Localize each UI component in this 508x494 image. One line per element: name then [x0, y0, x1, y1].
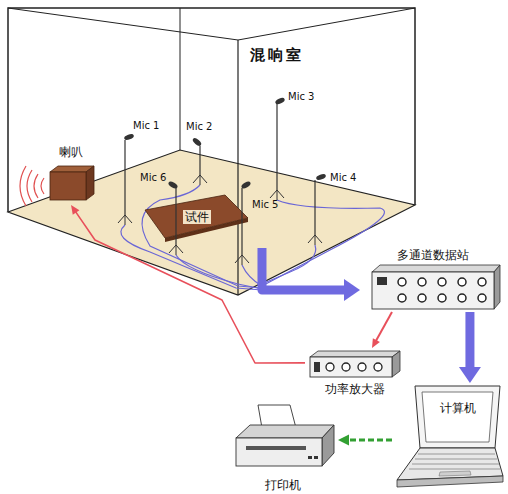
arrow-head [338, 435, 349, 446]
speaker-wire [71, 205, 305, 363]
drive-arrow [372, 312, 392, 348]
speaker-node: 喇叭 [45, 145, 97, 205]
room-edge [8, 8, 415, 40]
room-title-label: 混响室 [250, 46, 304, 64]
connector-line [376, 312, 392, 341]
arrow-head [459, 367, 481, 383]
room-edge [237, 40, 238, 295]
specimen-label: 试件 [183, 210, 211, 224]
connector-line [76, 212, 305, 363]
data-arrow [459, 312, 481, 383]
power-amplifier-node: 功率放大器 [305, 348, 405, 396]
mic-label: Mic 5 [252, 199, 278, 211]
specimen-plate [145, 195, 248, 242]
print-arrow [338, 435, 392, 446]
mic-label: Mic 6 [140, 172, 166, 184]
printer-node: 打印机 [228, 400, 338, 492]
connector-line [348, 439, 392, 442]
reverb-room [8, 8, 415, 295]
mic-label: Mic 2 [186, 121, 212, 133]
mic-cables [121, 185, 385, 290]
computer-label: 计算机 [440, 401, 476, 415]
microphones [118, 97, 327, 265]
sound-waves [20, 166, 44, 206]
power-amplifier-label: 功率放大器 [325, 382, 385, 396]
arrow-head [71, 205, 79, 215]
mic-label: Mic 1 [133, 120, 159, 132]
specimen-node: 试件 [145, 195, 249, 239]
arrow-head [372, 338, 380, 348]
computer-node: 计算机 [392, 383, 506, 491]
data-station-label: 多通道数据站 [397, 248, 469, 262]
arrow-head [344, 279, 360, 301]
signal-arrow [262, 248, 360, 301]
amplifier-device [310, 351, 400, 377]
printer-device [236, 405, 334, 466]
data-station-node: 多通道数据站 [360, 248, 506, 312]
printer-label: 打印机 [265, 478, 301, 492]
mic-label: Mic 3 [288, 91, 314, 103]
laptop-computer [397, 386, 503, 487]
connector-line [262, 248, 345, 290]
room-wall [8, 8, 415, 212]
mic-label: Mic 4 [330, 172, 356, 184]
room-corner [180, 8, 181, 150]
connector-line [465, 312, 474, 368]
room-floor [8, 150, 415, 295]
data-station-device [372, 265, 500, 309]
speaker-box [50, 166, 94, 200]
speaker-label: 喇叭 [59, 145, 83, 159]
